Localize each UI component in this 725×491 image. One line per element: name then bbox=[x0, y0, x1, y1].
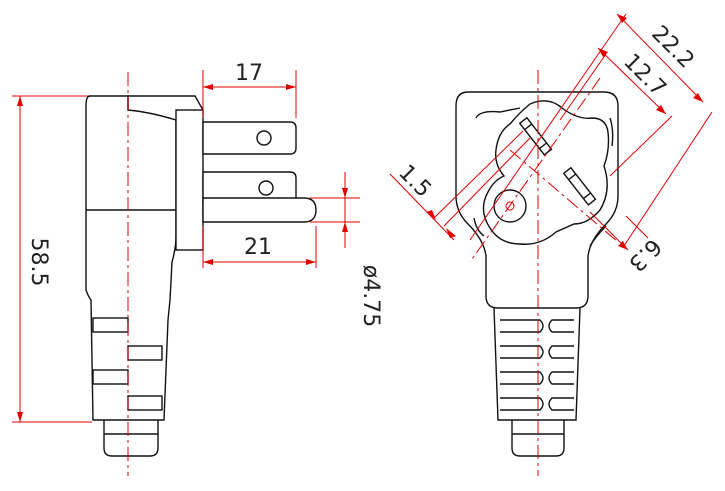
front-view: 22.2 12.7 1.5 6.3 bbox=[389, 13, 713, 476]
side-view: 17 21 ø4.75 58.5 bbox=[12, 61, 383, 476]
front-centerline-diagonal bbox=[469, 77, 601, 263]
front-face-ring bbox=[473, 107, 614, 247]
dim-1-5-line bbox=[389, 173, 455, 241]
dim-1-5-ext-a bbox=[433, 130, 524, 219]
dim-22-ext-left bbox=[469, 13, 627, 241]
dim-1-5-ext-b bbox=[443, 137, 531, 227]
blade-upper bbox=[518, 116, 553, 156]
dim-blade-thickness-label: 1.5 bbox=[393, 160, 435, 202]
dim-22-line bbox=[616, 13, 704, 103]
dim-12-ext-left bbox=[559, 53, 607, 121]
prong-housing bbox=[175, 109, 204, 251]
upper-prong bbox=[202, 121, 297, 155]
housing-top-edge bbox=[128, 95, 204, 111]
dim-overall-height-label: 58.5 bbox=[26, 238, 51, 287]
dim-6-3-ext bbox=[625, 215, 649, 239]
dim-diameter-label: ø4.75 bbox=[358, 265, 383, 327]
upper-prong-hole bbox=[256, 130, 272, 146]
blade-lower bbox=[562, 166, 597, 206]
front-housing-outer bbox=[455, 91, 619, 309]
plug-body-outline bbox=[85, 95, 177, 421]
front-strain-relief bbox=[493, 307, 581, 421]
ground-pin-center bbox=[505, 201, 515, 211]
dim-17-label: 17 bbox=[235, 61, 263, 86]
front-face-inner bbox=[482, 100, 610, 245]
front-centerline-blade-axis bbox=[509, 149, 619, 243]
dim-outer-span-label: 22.2 bbox=[646, 21, 698, 73]
dim-22-ext-right bbox=[623, 111, 713, 247]
dim-12-ext-right bbox=[609, 115, 673, 177]
cable bbox=[103, 420, 159, 457]
dim-blade-width-label: 6.3 bbox=[623, 233, 665, 275]
lower-prong-hole bbox=[258, 180, 274, 196]
dim-12-line bbox=[597, 47, 667, 115]
dim-21-label: 21 bbox=[244, 235, 272, 260]
ground-pin bbox=[202, 197, 317, 223]
